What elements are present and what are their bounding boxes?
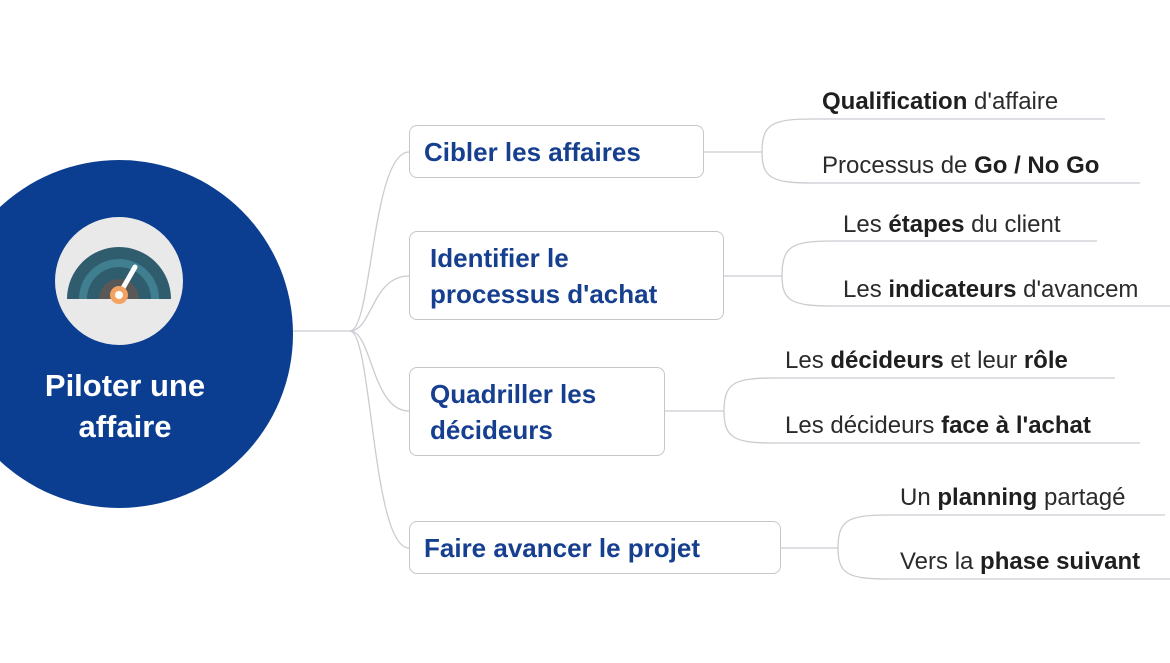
leaf-underline	[781, 240, 1097, 277]
leaf-text-run: Un	[900, 484, 938, 511]
leaf-text-run: planning	[937, 484, 1038, 511]
leaf-text-run: décideurs	[830, 347, 944, 374]
branch-label-line: Identifier le	[430, 242, 569, 273]
branch-label-line: processus d'achat	[430, 278, 658, 309]
branch-connector	[349, 275, 410, 332]
branch-faire-avancer-le-projet[interactable]: Faire avancer le projet	[409, 521, 781, 574]
branch-label: Cibler les affaires	[424, 136, 641, 167]
leaf-underline	[837, 514, 1165, 549]
leaf-underline	[761, 151, 1140, 184]
leaf-text-run: du client	[964, 211, 1061, 238]
leaf-text-run: d'affaire	[967, 88, 1059, 115]
leaf-text-run: Les décideurs	[785, 412, 942, 439]
speedometer-icon	[67, 247, 171, 304]
leaf-underline	[723, 410, 1140, 444]
root-title: Piloter une affaire	[5, 365, 245, 447]
branch-identifier-le-processus[interactable]: Identifier le processus d'achat	[409, 231, 724, 320]
leaf-text-run: Les	[843, 211, 889, 238]
branch-quadriller-les-decideurs[interactable]: Quadriller les décideurs	[409, 367, 665, 456]
leaf-item[interactable]: Qualification d'affaire	[822, 87, 1058, 117]
branch-connector	[349, 330, 410, 549]
root-title-line: affaire	[78, 409, 172, 444]
leaf-item[interactable]: Les décideurs et leur rôle	[785, 346, 1068, 376]
leaf-text-run: Qualification	[822, 88, 968, 115]
leaf-item[interactable]: Les indicateurs d'avancem	[843, 275, 1138, 305]
leaf-text-run: indicateurs	[888, 276, 1017, 303]
branch-label: Faire avancer le projet	[424, 532, 701, 563]
branch-connector	[349, 151, 410, 332]
leaf-text-run: Processus de	[822, 152, 975, 179]
leaf-item[interactable]: Processus de Go / No Go	[822, 151, 1099, 181]
leaf-text-run: face à l'achat	[941, 412, 1091, 439]
branch-connector	[349, 330, 410, 412]
branch-cibler-les-affaires[interactable]: Cibler les affaires	[409, 125, 704, 178]
leaf-underline	[761, 118, 1105, 153]
leaf-text-run: et leur	[943, 347, 1024, 374]
leaf-text-run: phase suivant	[980, 548, 1141, 575]
leaf-text-run: Les	[785, 347, 831, 374]
leaf-underline	[837, 547, 1170, 580]
leaf-underline	[781, 275, 1170, 307]
root-node[interactable]: Piloter une affaire	[0, 160, 293, 508]
root-title-line: Piloter une	[44, 368, 206, 403]
branch-label-line: décideurs	[430, 414, 553, 445]
branch-label-line: Quadriller les	[430, 378, 597, 409]
leaf-text-run: Les	[843, 276, 889, 303]
leaf-text-run: étapes	[888, 211, 965, 238]
leaf-item[interactable]: Un planning partagé	[900, 483, 1125, 513]
leaf-text-run: partagé	[1037, 484, 1126, 511]
gauge-badge	[55, 217, 183, 345]
leaf-item[interactable]: Les étapes du client	[843, 210, 1060, 240]
leaf-text-run: Go / No Go	[974, 152, 1100, 179]
leaf-underline	[723, 377, 1115, 412]
leaf-item[interactable]: Les décideurs face à l'achat	[785, 411, 1091, 441]
leaf-text-run: rôle	[1023, 347, 1068, 374]
leaf-text-run: Vers la	[900, 548, 981, 575]
leaf-text-run: d'avancem	[1016, 276, 1139, 303]
leaf-item[interactable]: Vers la phase suivant	[900, 547, 1140, 577]
